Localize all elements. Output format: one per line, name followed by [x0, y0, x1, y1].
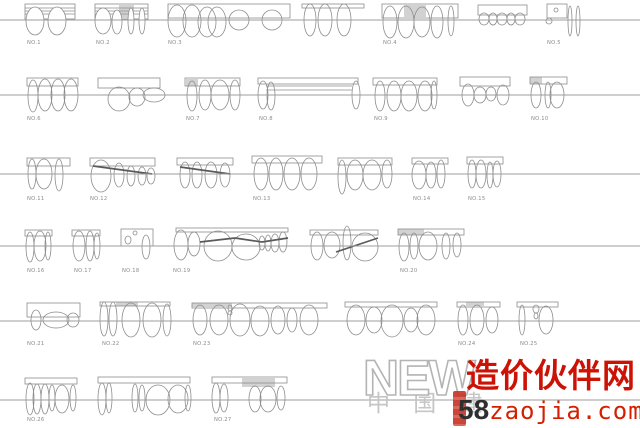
drawing-row: NO.6 NO.7 NO.8 NO.9 NO.10 [0, 76, 640, 122]
drawing-no-2: NO.2 [94, 3, 149, 46]
drawing-label: NO.24 [458, 341, 476, 347]
drawing-label: NO.23 [193, 341, 211, 347]
drawing-no-14: NO.14 [411, 157, 449, 202]
drawing-no-6: NO.6 [26, 77, 79, 122]
watermark-seal-stamp [453, 391, 466, 426]
drawing-label: NO.12 [90, 196, 108, 202]
drawing-label: NO.20 [400, 268, 418, 274]
watermark-site-url: 58zaojia.com [458, 396, 640, 424]
drawing [459, 76, 511, 107]
drawing-label: NO.5 [547, 40, 561, 46]
drawing-no-27: NO.27 [211, 376, 288, 423]
drawing [477, 4, 528, 26]
drawing-label: NO.13 [253, 196, 271, 202]
drawing-label: NO.14 [413, 196, 431, 202]
drawing-label: NO.22 [102, 341, 120, 347]
drawing [176, 157, 234, 189]
drawing-no-20: NO.20 [397, 228, 465, 274]
drawing-no-21: NO.21 [26, 302, 81, 347]
watermark-url-58: 58 [458, 394, 490, 425]
drawing [97, 376, 192, 416]
drawing-label: NO.19 [173, 268, 191, 274]
drawing-no-8: NO.8 [257, 77, 361, 122]
drawing-row: NO.11 NO.12 NO.13 NO.14 NO.15 [0, 155, 640, 202]
drawing [97, 77, 166, 112]
drawing-no-26: NO.26 [24, 377, 78, 423]
drawing-row: NO.26 NO.27 [0, 376, 640, 423]
watermark-brand-name: 造价伙伴网 [466, 356, 636, 395]
drawing-no-5: NO.5 [545, 3, 581, 46]
drawing-no-11: NO.11 [26, 157, 71, 202]
drawing-label: NO.11 [27, 196, 45, 202]
drawing-label: NO.2 [96, 40, 110, 46]
drawing-no-24: NO.24 [456, 301, 501, 347]
drawing-no-16: NO.16 [24, 229, 53, 274]
drawing-label: NO.1 [27, 40, 41, 46]
drawing-no-15: NO.15 [466, 156, 504, 202]
drawing-label: NO.25 [520, 341, 538, 347]
drawing-label: NO.4 [383, 40, 397, 46]
drawing-no-4: NO.4 [381, 3, 459, 46]
drawing-label: NO.18 [122, 268, 140, 274]
drawing-label: NO.15 [468, 196, 486, 202]
drawing-no-10: NO.10 [529, 76, 568, 122]
drawing [344, 301, 438, 338]
drawing-no-25: NO.25 [516, 301, 559, 347]
drawing-label: NO.7 [186, 116, 200, 122]
drawing-no-19: NO.19 [173, 227, 289, 274]
drawing-no-18: NO.18 [120, 228, 154, 274]
drawing-label: NO.6 [27, 116, 41, 122]
drawing-no-22: NO.22 [99, 301, 172, 347]
drawing-row: NO.16 NO.17 NO.18 NO.19 NO.20 [0, 225, 640, 274]
drawing-no-7: NO.7 [184, 77, 241, 122]
drawing-no-17: NO.17 [71, 229, 101, 274]
drawing-label: NO.27 [214, 417, 232, 423]
drawing-label: NO.8 [259, 116, 273, 122]
drawing-no-13: NO.13 [251, 155, 323, 202]
drawing-row: NO.21 NO.22 NO.23 NO.24 NO.25 [0, 301, 640, 347]
drawing-label: NO.17 [74, 268, 92, 274]
drawing-label: NO.26 [27, 417, 45, 423]
drawing [337, 157, 393, 195]
drawing-no-23: NO.23 [191, 302, 328, 347]
drawing-row: NO.1 NO.2 NO.3 NO.4 NO.5 [0, 3, 640, 46]
drawing-no-1: NO.1 [24, 3, 76, 46]
drawing-no-3: NO.3 [167, 3, 291, 46]
drawing-label: NO.16 [27, 268, 45, 274]
drawing-label: NO.21 [27, 341, 45, 347]
drawing-label: NO.9 [374, 116, 388, 122]
drawing-no-9: NO.9 [372, 77, 438, 122]
drawing [309, 225, 379, 262]
drawing-no-12: NO.12 [89, 157, 156, 202]
drawing-label: NO.10 [531, 116, 549, 122]
drawing-label: NO.3 [168, 40, 182, 46]
watermark-url-domain: zaojia.com [489, 397, 640, 425]
